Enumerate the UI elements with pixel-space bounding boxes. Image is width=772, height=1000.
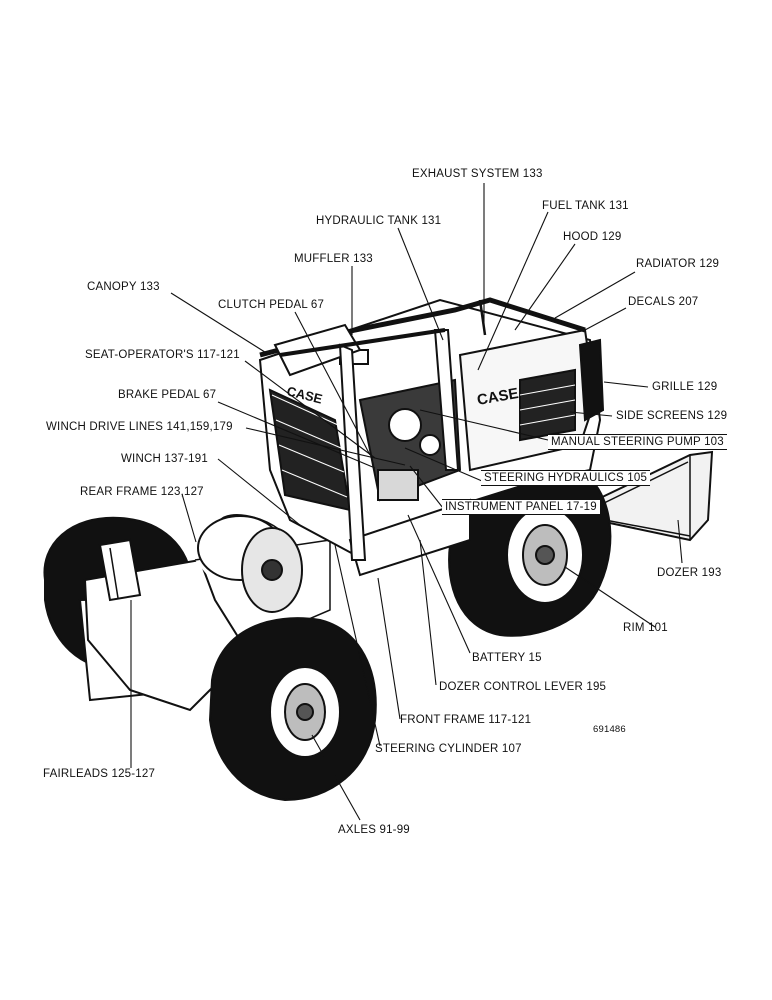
label-radiator: RADIATOR 129 bbox=[636, 258, 720, 270]
label-rim: RIM 101 bbox=[623, 622, 668, 634]
label-canopy: CANOPY 133 bbox=[87, 281, 160, 293]
label-exhaust-system: EXHAUST SYSTEM 133 bbox=[412, 168, 543, 180]
label-hydraulic-tank: HYDRAULIC TANK 131 bbox=[316, 215, 442, 227]
label-instrument-panel: INSTRUMENT PANEL 17-19 bbox=[442, 499, 600, 515]
label-steering-cylinder: STEERING CYLINDER 107 bbox=[375, 743, 522, 755]
label-manual-steering-pump: MANUAL STEERING PUMP 103 bbox=[548, 434, 727, 450]
label-winch: WINCH 137-191 bbox=[121, 453, 208, 465]
canopy bbox=[259, 297, 586, 561]
label-dozer: DOZER 193 bbox=[657, 567, 722, 579]
dozer-blade bbox=[594, 450, 714, 542]
label-fuel-tank: FUEL TANK 131 bbox=[542, 200, 629, 212]
brand-logo-hood: CASE bbox=[476, 385, 520, 409]
winch-drum bbox=[197, 514, 303, 613]
label-steering-hydraulics: STEERING HYDRAULICS 105 bbox=[481, 470, 651, 486]
label-winch-drive-lines: WINCH DRIVE LINES 141,159,179 bbox=[46, 421, 233, 433]
label-brake-pedal: BRAKE PEDAL 67 bbox=[118, 389, 217, 401]
label-dozer-control-lever: DOZER CONTROL LEVER 195 bbox=[439, 681, 607, 693]
leader-lines bbox=[130, 183, 683, 821]
front-left-tire bbox=[208, 617, 377, 802]
label-seat-operator: SEAT-OPERATOR'S 117-121 bbox=[85, 349, 240, 361]
label-battery: BATTERY 15 bbox=[472, 652, 542, 664]
label-side-screens: SIDE SCREENS 129 bbox=[616, 410, 728, 422]
label-muffler: MUFFLER 133 bbox=[294, 253, 373, 265]
label-clutch-pedal: CLUTCH PEDAL 67 bbox=[218, 299, 325, 311]
label-axles: AXLES 91-99 bbox=[338, 824, 410, 836]
figure-number: 691486 bbox=[593, 724, 626, 735]
label-front-frame: FRONT FRAME 117-121 bbox=[400, 714, 532, 726]
label-fairleads: FAIRLEADS 125-127 bbox=[43, 768, 156, 780]
label-grille: GRILLE 129 bbox=[652, 381, 718, 393]
label-rear-frame: REAR FRAME 123,127 bbox=[80, 486, 204, 498]
label-decals: DECALS 207 bbox=[628, 296, 699, 308]
label-hood: HOOD 129 bbox=[563, 231, 622, 243]
